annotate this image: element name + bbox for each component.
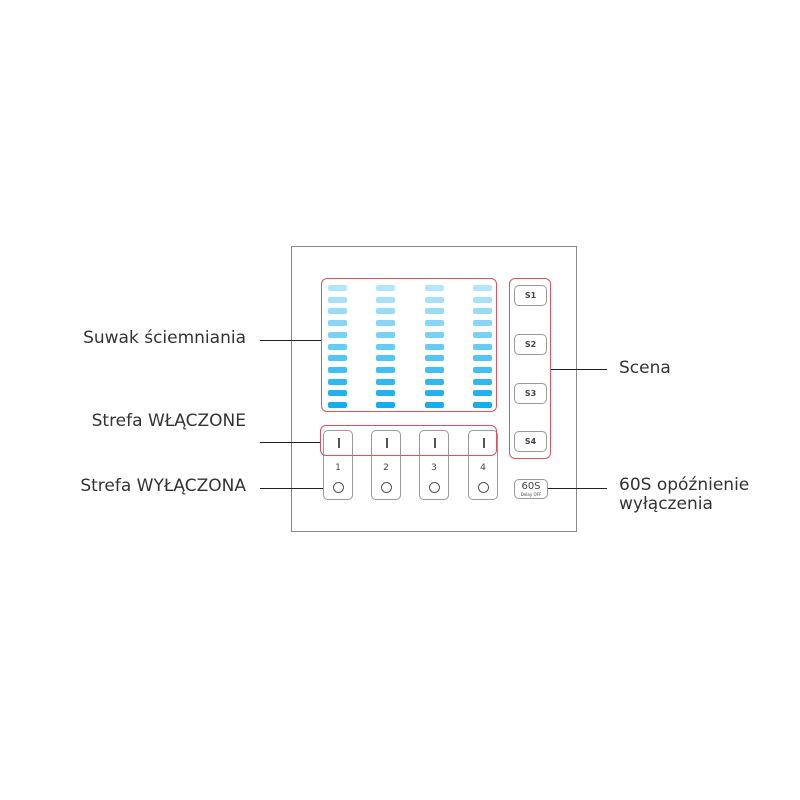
callout-line-zone-off: [260, 488, 323, 489]
callout-line-slider: [260, 340, 321, 341]
zone-button-3[interactable]: 3: [419, 430, 449, 500]
callout-line-zone-on: [260, 442, 320, 443]
label-zone-on: Strefa WŁĄCZONE: [91, 411, 246, 431]
dimming-slider-highlight: [321, 278, 497, 412]
slider-segment[interactable]: [376, 285, 395, 291]
slider-segment[interactable]: [473, 308, 492, 315]
slider-segment[interactable]: [473, 296, 492, 303]
zone-number: 1: [335, 463, 341, 473]
slider-segment[interactable]: [328, 390, 347, 397]
zone-off-icon[interactable]: [478, 482, 489, 493]
slider-segment[interactable]: [376, 378, 395, 385]
slider-segment[interactable]: [328, 355, 347, 362]
slider-segment[interactable]: [473, 285, 492, 291]
slider-segment[interactable]: [425, 402, 444, 408]
slider-segment[interactable]: [376, 331, 395, 338]
slider-segment[interactable]: [328, 320, 347, 327]
slider-segment[interactable]: [425, 390, 444, 397]
slider-segment[interactable]: [425, 378, 444, 385]
zone-on-icon[interactable]: [483, 438, 485, 448]
slider-segment[interactable]: [473, 402, 492, 408]
slider-segment[interactable]: [328, 402, 347, 408]
slider-segment[interactable]: [425, 366, 444, 373]
slider-segment[interactable]: [473, 320, 492, 327]
slider-segment[interactable]: [473, 331, 492, 338]
slider-segment[interactable]: [473, 355, 492, 362]
zone-number: 2: [383, 463, 389, 473]
slider-segment[interactable]: [425, 308, 444, 315]
scene-button-s3[interactable]: S3: [514, 383, 547, 404]
zone-on-highlight: [320, 425, 497, 456]
dimming-slider[interactable]: [328, 285, 492, 410]
slider-segment[interactable]: [328, 343, 347, 350]
zone-on-icon[interactable]: [434, 438, 436, 448]
slider-segment[interactable]: [473, 366, 492, 373]
label-scene: Scena: [619, 358, 671, 378]
slider-segment[interactable]: [425, 320, 444, 327]
slider-segment[interactable]: [473, 378, 492, 385]
label-zone-off: Strefa WYŁĄCZONA: [80, 476, 246, 496]
slider-segment[interactable]: [376, 402, 395, 408]
slider-segment[interactable]: [473, 343, 492, 350]
slider-segment[interactable]: [376, 320, 395, 327]
slider-segment[interactable]: [328, 285, 347, 291]
slider-segment[interactable]: [328, 331, 347, 338]
slider-segment[interactable]: [376, 366, 395, 373]
slider-segment[interactable]: [328, 378, 347, 385]
zone-off-icon[interactable]: [429, 482, 440, 493]
label-dimming-slider: Suwak ściemniania: [83, 328, 246, 348]
slider-segment[interactable]: [425, 296, 444, 303]
slider-segment[interactable]: [425, 355, 444, 362]
zone-on-icon[interactable]: [338, 438, 340, 448]
slider-segment[interactable]: [425, 343, 444, 350]
scene-button-s2[interactable]: S2: [514, 334, 547, 355]
slider-segment[interactable]: [376, 296, 395, 303]
slider-segment[interactable]: [425, 331, 444, 338]
scene-button-s4[interactable]: S4: [514, 431, 547, 452]
zone-button-1[interactable]: 1: [323, 430, 353, 500]
slider-segment[interactable]: [376, 355, 395, 362]
zone-button-4[interactable]: 4: [468, 430, 498, 500]
delay-sub-label: Delay OFF: [520, 492, 542, 497]
zone-off-icon[interactable]: [333, 482, 344, 493]
delay-off-button[interactable]: 60S Delay OFF: [514, 479, 548, 499]
callout-line-scene: [551, 369, 607, 370]
label-delay-line2: wyłączenia: [619, 494, 713, 514]
wall-panel: [291, 246, 577, 532]
label-delay-line1: 60S opóźnienie: [619, 475, 750, 495]
callout-line-delay: [548, 488, 607, 489]
delay-main-label: 60S: [521, 481, 541, 492]
zone-off-icon[interactable]: [381, 482, 392, 493]
slider-segment[interactable]: [376, 390, 395, 397]
scene-button-s1[interactable]: S1: [514, 285, 547, 306]
slider-segment[interactable]: [376, 308, 395, 315]
zone-number: 3: [431, 463, 437, 473]
slider-segment[interactable]: [425, 285, 444, 291]
slider-segment[interactable]: [328, 308, 347, 315]
slider-segment[interactable]: [376, 343, 395, 350]
zone-on-icon[interactable]: [386, 438, 388, 448]
slider-segment[interactable]: [328, 366, 347, 373]
slider-segment[interactable]: [473, 390, 492, 397]
slider-segment[interactable]: [328, 296, 347, 303]
zone-button-2[interactable]: 2: [371, 430, 401, 500]
scene-highlight: [509, 278, 551, 459]
zone-number: 4: [480, 463, 486, 473]
